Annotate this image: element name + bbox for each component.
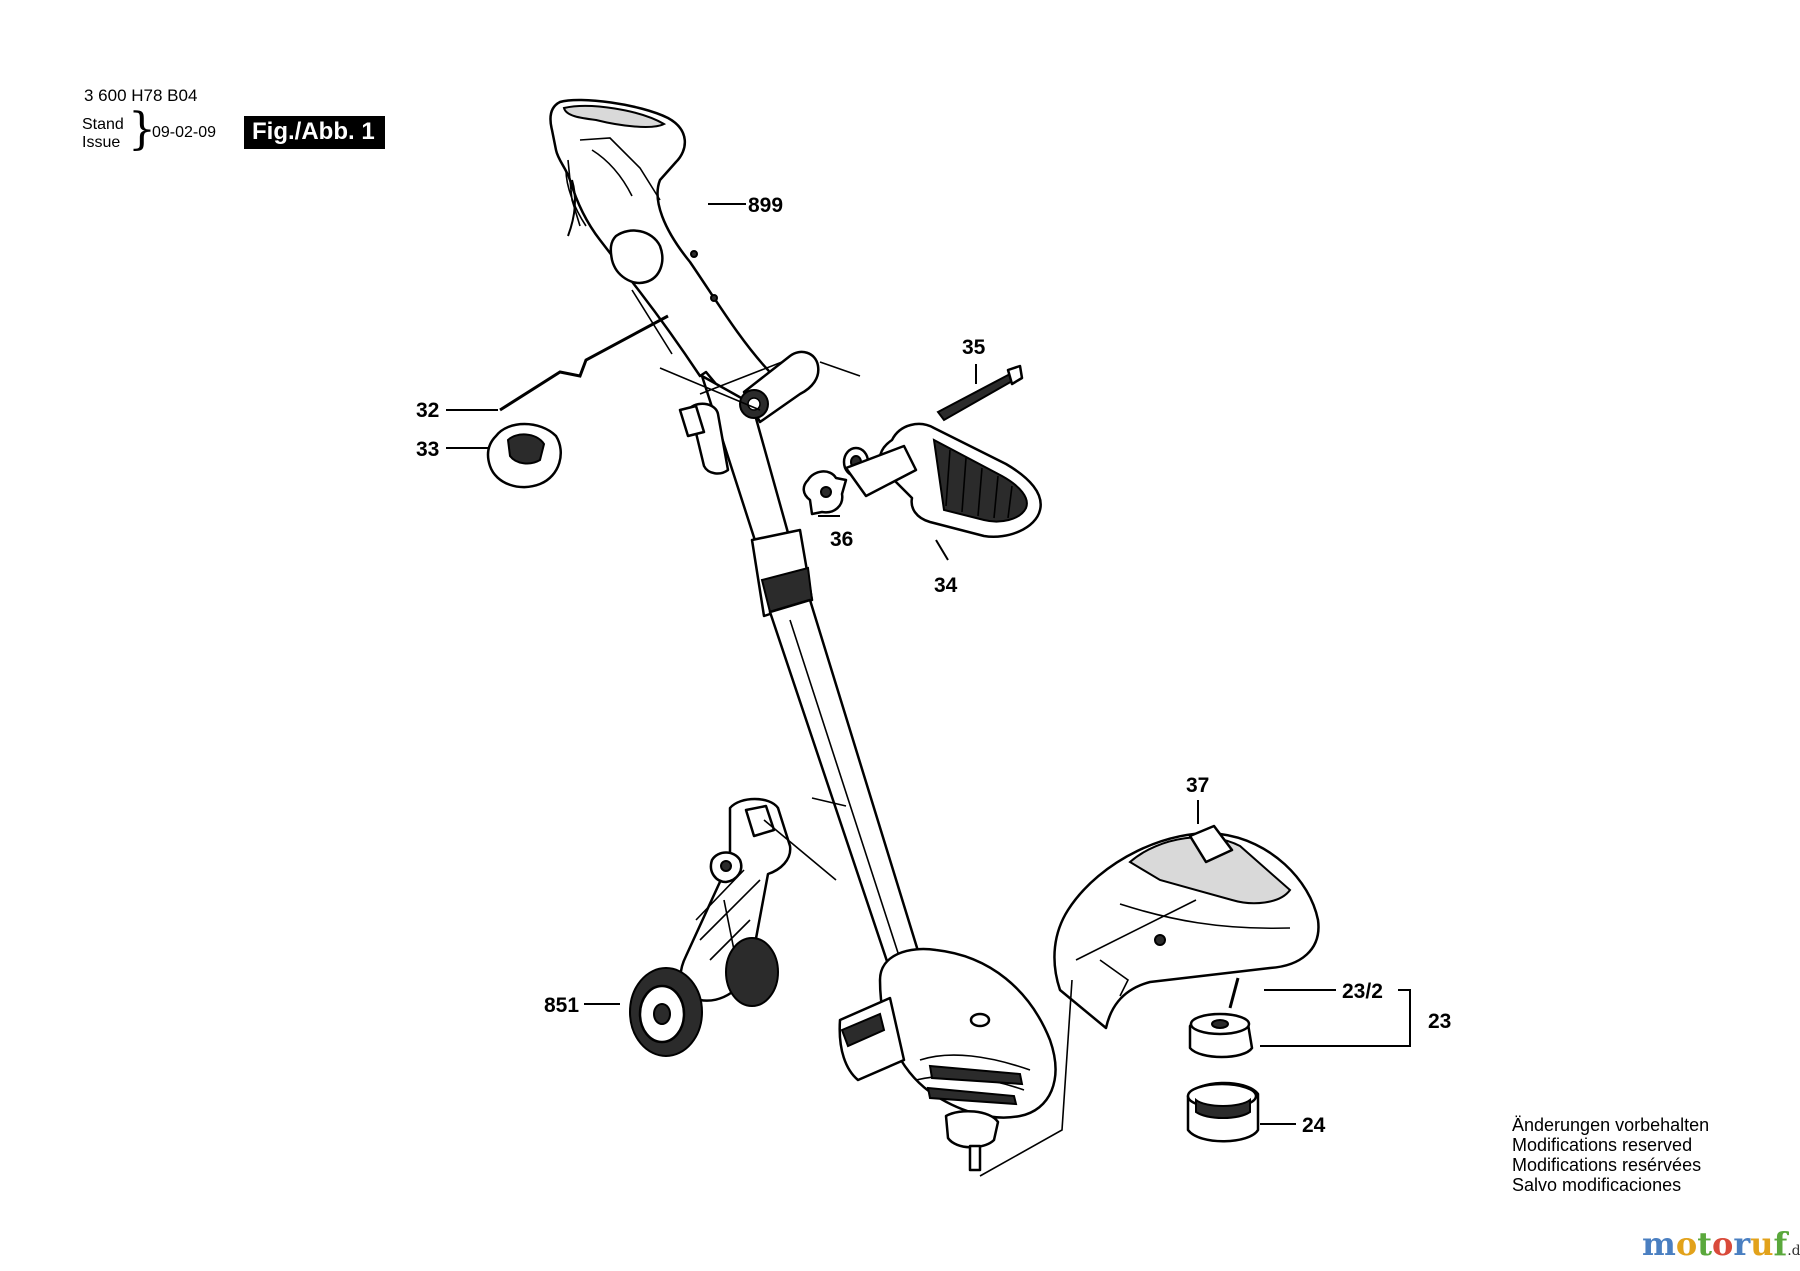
part-label-32: 32: [416, 399, 439, 422]
part-labels: 899 35 32 33 36 34 37 851 23/2 23 24: [416, 194, 1451, 1137]
spool-23-2: [1188, 977, 1254, 1059]
leader-lines: [446, 203, 1411, 1177]
note-german: Änderungen vorbehalten: [1512, 1115, 1710, 1135]
watermark-tld: .de: [1787, 1243, 1800, 1259]
part-label-899: 899: [748, 194, 783, 217]
note-french: Modifications resérvées: [1512, 1155, 1702, 1175]
spool-cap-24: [1186, 1081, 1260, 1143]
part-label-34: 34: [934, 574, 958, 597]
issue-label: Issue: [82, 134, 121, 151]
wheel-guide-851: [629, 797, 792, 1057]
watermark-letter: o: [1675, 1225, 1698, 1263]
note-spanish: Salvo modificaciones: [1512, 1175, 1682, 1195]
stand-issue-labels: Stand Issue: [82, 116, 124, 152]
part-number: 3 600 H78 B04: [84, 86, 198, 105]
power-cord: [567, 179, 576, 237]
watermark-letter: f: [1773, 1225, 1788, 1263]
handle-pivot: [739, 350, 820, 424]
part-label-851: 851: [544, 994, 579, 1017]
motor-housing: [838, 947, 1057, 1172]
part-label-23-2: 23/2: [1342, 980, 1383, 1003]
part-label-37: 37: [1186, 774, 1209, 797]
spring-wire-32: [499, 314, 669, 412]
watermark-letter: u: [1750, 1225, 1774, 1263]
trimmer-shaft: [678, 374, 932, 1002]
part-label-24: 24: [1302, 1114, 1326, 1137]
part-label-33: 33: [416, 438, 439, 461]
part-label-23: 23: [1428, 1010, 1451, 1033]
guard-37: [1053, 824, 1320, 1030]
modification-notes: Änderungen vorbehalten Modifications res…: [1512, 1115, 1709, 1195]
brace-glyph: }: [128, 104, 156, 155]
part-label-35: 35: [962, 336, 986, 359]
note-english: Modifications reserved: [1512, 1135, 1693, 1155]
watermark-letter: t: [1697, 1225, 1712, 1263]
lock-knob-33: [486, 422, 562, 489]
bolt-35: [936, 364, 1024, 422]
aux-handle-34: [844, 422, 1042, 539]
part-label-36: 36: [830, 528, 853, 551]
watermark-letter: r: [1733, 1225, 1751, 1263]
star-knob-36: [802, 470, 848, 516]
issue-date: 09-02-09: [152, 124, 217, 141]
figure-label: Fig./Abb. 1: [244, 116, 385, 149]
watermark-letter: m: [1642, 1225, 1676, 1263]
upper-handle-899: [549, 98, 776, 413]
stand-label: Stand: [82, 116, 124, 133]
motoruf-watermark: motoruf.de: [1642, 1225, 1800, 1263]
watermark-letter: o: [1711, 1225, 1734, 1263]
